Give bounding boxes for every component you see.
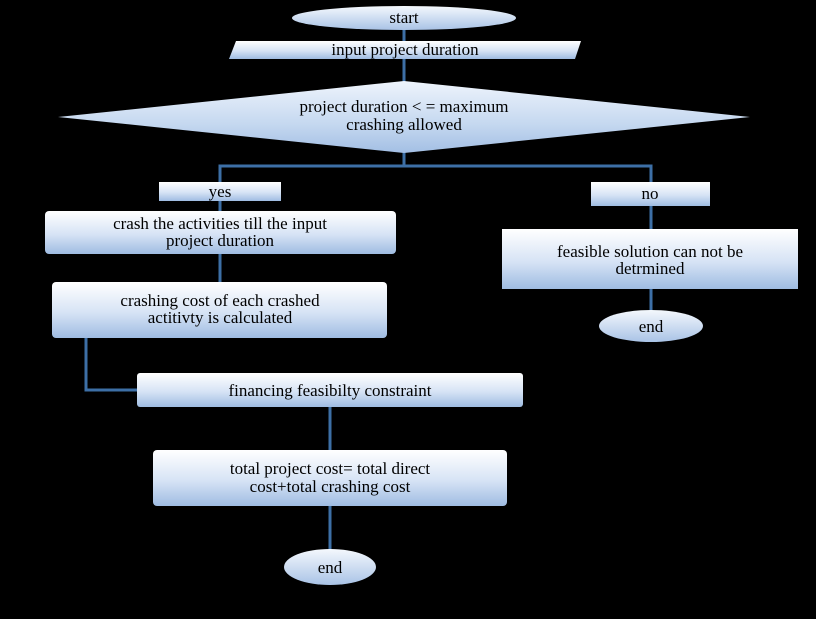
crashing-cost-node: crashing cost of each crashed actitivty … (52, 282, 387, 338)
crash-label-line-2: project duration (166, 231, 275, 250)
infeasible-node: feasible solution can not be detrmined (502, 229, 798, 289)
financing-node: financing feasibilty constraint (137, 373, 523, 407)
connector-cost-financing (84, 337, 137, 392)
connector-branch-no (404, 164, 653, 182)
start-label: start (389, 8, 419, 27)
total-label-line-2: cost+total crashing cost (250, 477, 411, 496)
start-node: start (292, 6, 516, 30)
total-cost-node: total project cost= total direct cost+to… (153, 450, 507, 506)
infeasible-label-line-1: feasible solution can not be (557, 242, 743, 261)
yes-branch-label: yes (159, 182, 281, 201)
decision-label-line-1: project duration < = maximum (300, 97, 509, 116)
input-node: input project duration (229, 40, 581, 59)
crash-activities-node: crash the activities till the input proj… (45, 211, 396, 254)
connectors (84, 28, 653, 550)
crash-label-line-1: crash the activities till the input (113, 214, 327, 233)
end-left-label: end (318, 558, 343, 577)
connector-branch-yes (218, 164, 404, 182)
end-right-node: end (599, 310, 703, 342)
decision-label-line-2: crashing allowed (346, 115, 462, 134)
input-label: input project duration (331, 40, 479, 59)
no-branch-label: no (591, 182, 710, 206)
infeasible-label-line-2: detrmined (616, 259, 685, 278)
yes-label: yes (209, 182, 232, 201)
end-left-node: end (284, 549, 376, 585)
end-right-label: end (639, 317, 664, 336)
no-label: no (642, 184, 659, 203)
total-label-line-1: total project cost= total direct (230, 459, 431, 478)
decision-node: project duration < = maximum crashing al… (58, 81, 750, 153)
financing-label: financing feasibilty constraint (229, 381, 432, 400)
cost-label-line-1: crashing cost of each crashed (120, 291, 320, 310)
cost-label-line-2: actitivty is calculated (148, 308, 293, 327)
